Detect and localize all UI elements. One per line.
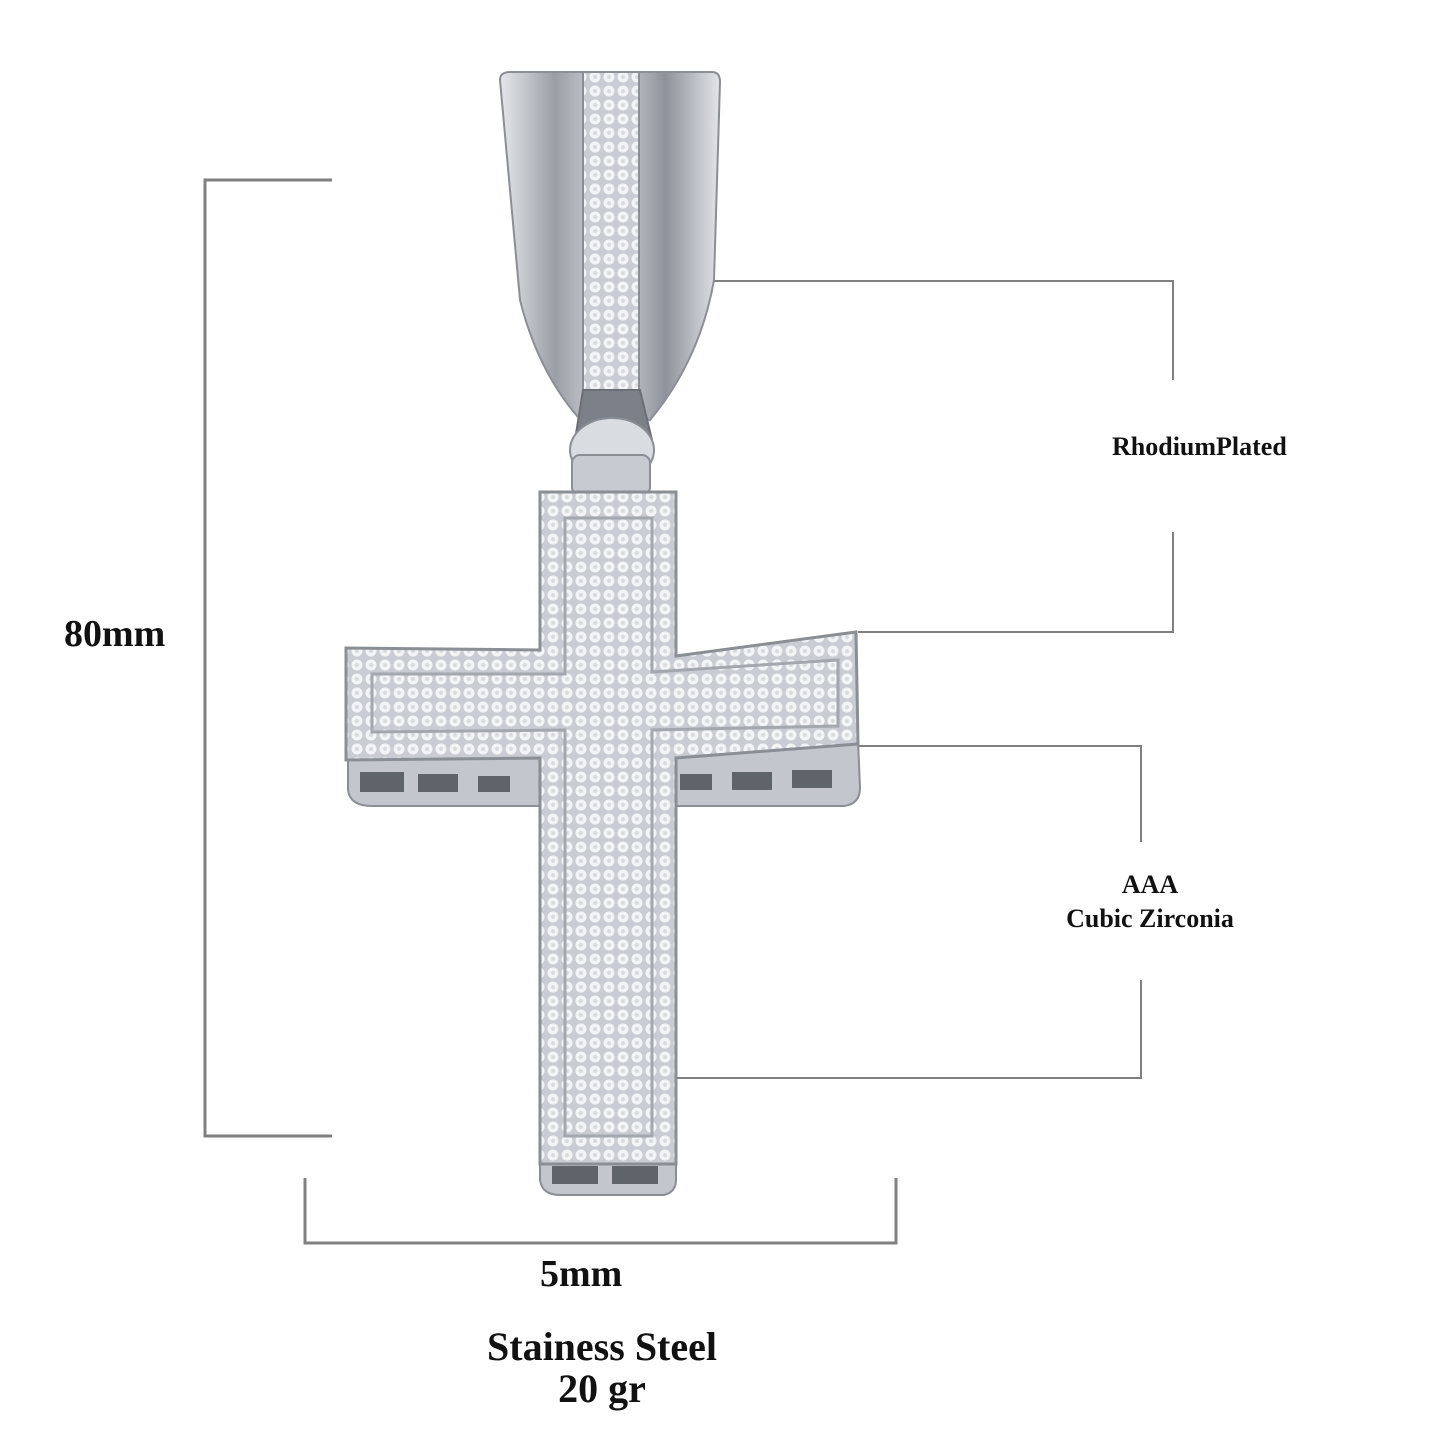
width-label: 5mm — [540, 1253, 623, 1295]
width-dimension-line — [303, 1178, 898, 1245]
stones-label: AAA Cubic Zirconia — [1048, 868, 1252, 936]
bail — [498, 71, 722, 496]
material-text: Stainess Steel — [487, 1324, 717, 1369]
stones-grade: AAA — [1121, 870, 1179, 899]
material-weight-label: Stainess Steel 20 gr — [470, 1326, 734, 1410]
plating-label: RhodiumPlated — [1112, 432, 1287, 461]
weight-text: 20 gr — [558, 1366, 646, 1411]
height-label: 80mm — [64, 613, 166, 655]
rhodium-callout-line — [710, 280, 1174, 633]
height-dimension-line — [203, 178, 332, 1138]
cross — [344, 490, 862, 1196]
stones-type: Cubic Zirconia — [1066, 904, 1234, 933]
zirconia-callout-line — [650, 745, 1142, 1079]
